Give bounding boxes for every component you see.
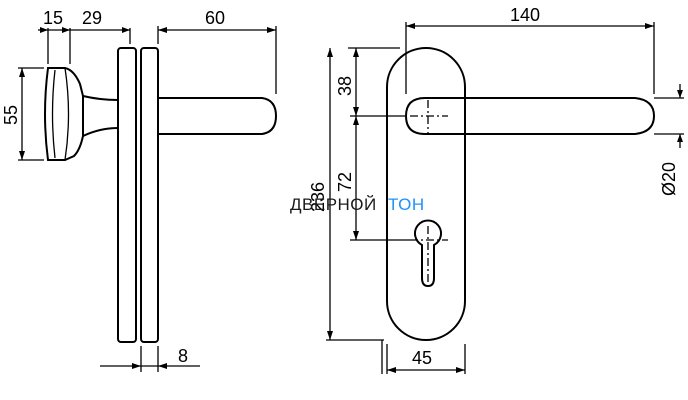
watermark-part-2: ТОН (388, 195, 425, 214)
side-knob (44, 67, 84, 161)
dim-140: 140 (510, 5, 540, 25)
dim-8: 8 (178, 346, 188, 366)
side-lever (158, 97, 278, 135)
front-view: 140 38 72 236 Ø20 45 (308, 5, 684, 374)
dim-72: 72 (335, 172, 355, 192)
dim-236: 236 (308, 182, 328, 212)
dim-60: 60 (205, 8, 225, 28)
front-lever (404, 97, 656, 135)
dim-29: 29 (82, 8, 102, 28)
dim-38: 38 (335, 76, 355, 96)
dim-15: 15 (43, 8, 63, 28)
watermark: ДВЕРНОЙ ТОН (290, 195, 425, 214)
side-view: 15 29 60 55 8 (1, 8, 278, 372)
cylinder-hole (414, 219, 442, 288)
dim-55: 55 (1, 105, 21, 125)
side-plate-right (140, 47, 159, 343)
side-plate-left (117, 47, 137, 343)
front-plate (386, 47, 466, 341)
dim-diameter-20: Ø20 (659, 162, 679, 196)
watermark-part-1: ДВЕРНОЙ (290, 195, 377, 214)
dim-45: 45 (412, 348, 432, 368)
